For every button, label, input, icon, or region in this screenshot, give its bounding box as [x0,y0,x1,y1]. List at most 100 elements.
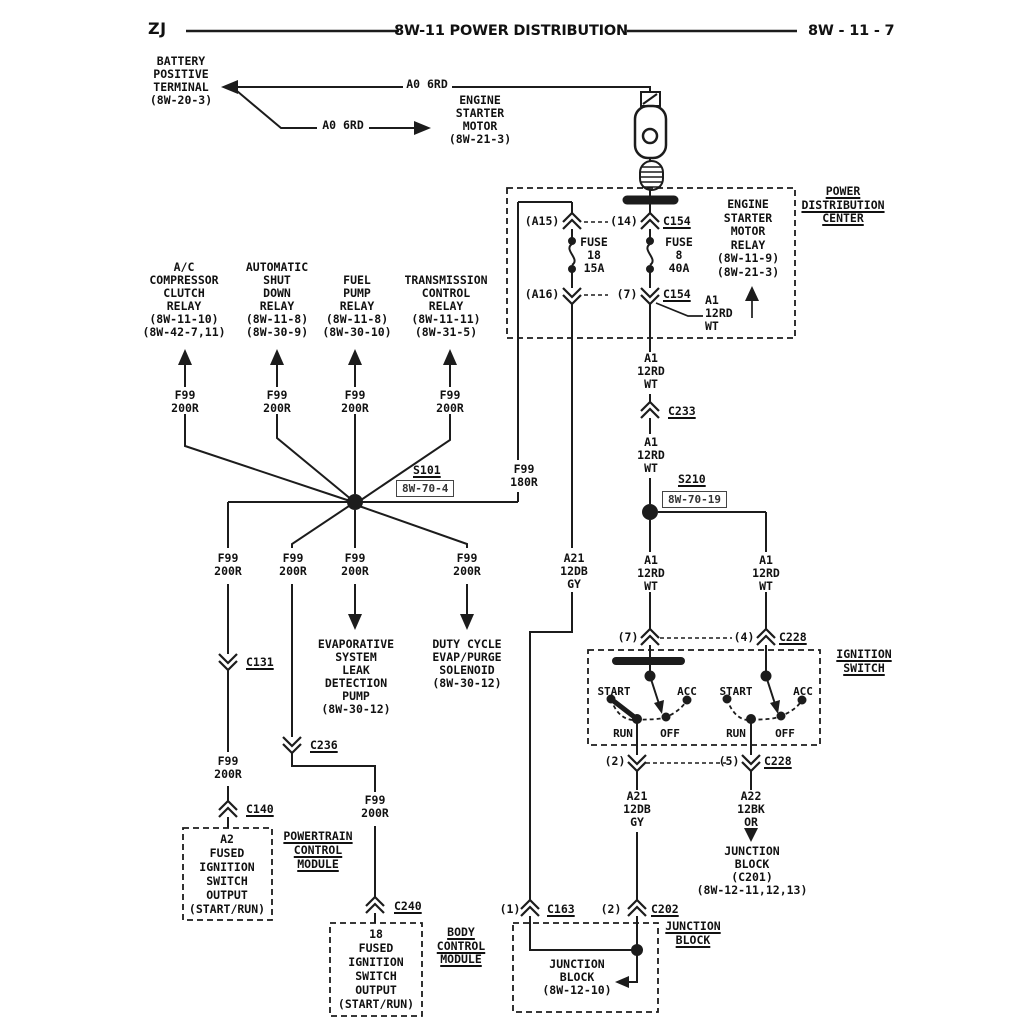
wire-a0-6rd-top: A0 6RD [406,77,448,91]
junction-splice-icon [631,944,643,956]
junction-block-inner-label: JUNCTION BLOCK (8W-12-10) [542,957,612,997]
relay3-arrow-icon [348,349,362,365]
evap-leak-detection-pump-label: EVAPORATIVE SYSTEM LEAK DETECTION PUMP (… [317,637,395,716]
a22-arrow-icon [744,828,758,842]
flow-arrows [178,286,759,988]
wire-a0-6rd-bottom: A0 6RD [322,118,364,132]
arrow-to-starter-icon [414,121,431,135]
engine-starter-motor-label: ENGINE STARTER MOTOR (8W-21-3) [448,93,512,146]
connector-ign-pin7-icon [640,627,660,646]
powertrain-control-module-label: POWERTRAIN CONTROL MODULE [283,829,353,871]
ignition-pin5-label: (5) [718,754,740,768]
pin-14-label: (14) [610,214,638,228]
wire-f99-200r-5: F99 200R [214,551,242,578]
ignition-off-right-label: OFF [775,727,795,740]
relay2-arrow-icon [270,349,284,365]
connector-a15-icon [562,211,582,230]
connector-c154-bottom-label: C154 [663,287,691,301]
left-position-arc [610,698,688,721]
ignition-acc-right-label: ACC [793,685,813,698]
body-control-module-label: BODY CONTROL MODULE [436,925,486,966]
connector-c154-top-label: C154 [663,214,691,228]
battery-feed-wires [221,80,651,135]
ac-compressor-clutch-relay-label: A/C COMPRESSOR CLUTCH RELAY (8W-11-10) (… [142,260,226,339]
automatic-shutdown-relay-label: AUTOMATIC SHUT DOWN RELAY (8W-11-8) (8W-… [245,260,309,339]
connector-c240-icon [365,895,385,914]
pin1-label: (1) [499,902,521,916]
connector-c202-icon [627,898,647,917]
splice-s101-label: S101 [413,463,441,477]
fuse-8-icon [646,237,654,273]
evap-arrow-icon [348,614,362,630]
wire-f99-200r-1: F99 200R [171,388,199,415]
connector-c228-bottom-label: C228 [764,754,792,768]
engine-starter-motor-relay-label: ENGINE STARTER MOTOR RELAY (8W-11-9) (8W… [716,197,780,279]
connector-ign-pin5-icon [741,754,761,773]
wire-a1-label-1: A1 12RD WT [637,351,665,391]
connector-c154-bottom-icon [640,287,660,306]
connector-c202-label: C202 [651,902,679,916]
connector-c228-top-label: C228 [779,630,807,644]
bcm-pin-label: 18 FUSED IGNITION SWITCH OUTPUT (START/R… [337,927,415,1011]
pin2-jb-label: (2) [600,902,622,916]
fuse-18-label: FUSE 18 15A [580,235,608,275]
splice-s210-ref: 8W-70-19 [662,491,727,508]
ignition-switch-label: IGNITION SWITCH [836,647,892,675]
s101-distribution-wire [184,362,518,923]
connector-c154-top-icon [640,211,660,230]
esm-relay-arrow-icon [745,286,759,301]
vehicle-code: ZJ [148,19,167,38]
connector-ign-pin2-icon [627,754,647,773]
wire-f99-200r-10: F99 200R [361,793,389,820]
wire-f99-180r-label: F99 180R [510,462,538,489]
f99-a21-pdc-wire [517,201,637,951]
splice-s210-icon [642,504,658,520]
ignition-pin4-label: (4) [733,630,755,644]
fusible-link-icon [639,160,664,196]
fuse-8-label: FUSE 8 40A [665,235,693,275]
wire-f99-200r-3: F99 200R [341,388,369,415]
junction-inner-arrow-icon [615,976,629,988]
pin-7-label: (7) [616,287,638,301]
connector-ign-pin4-icon [756,627,776,646]
connector-c163-icon [520,898,540,917]
wire-f99-200r-9: F99 200R [214,754,242,781]
connector-c131-icon [218,653,238,672]
wire-f99-200r-6: F99 200R [279,551,307,578]
connector-c233-icon [640,400,660,419]
connector-c163-label: C163 [547,902,575,916]
duty-arrow-icon [460,614,474,630]
connector-c233-label: C233 [668,404,696,418]
wire-a21-upper-label: A21 12DB GY [560,551,588,591]
wire-f99-200r-4: F99 200R [436,388,464,415]
ignition-switch-internals [606,670,807,724]
right-position-arc [726,698,803,721]
ignition-pin7-label: (7) [617,630,639,644]
page-number: 8W - 11 - 7 [808,23,895,39]
ignition-off-left-label: OFF [660,727,680,740]
ignition-start-right-label: START [719,685,753,698]
ignition-acc-left-label: ACC [677,685,697,698]
wire-a22-label: A22 12BK OR [737,789,765,829]
ignition-run-left-label: RUN [613,727,633,740]
wire-a1-esm-relay: A1 12RD WT [705,293,733,333]
splice-s101-icon [347,494,363,510]
arrow-to-battery-icon [221,80,238,94]
splice-s210-label: S210 [678,472,706,486]
right-wiper-arrow-icon [770,700,780,714]
splice-s101-ref: 8W-70-4 [396,480,455,497]
connector-c240-label: C240 [394,899,422,913]
bus-bars [612,195,685,665]
s210-ignition-wire [623,511,767,983]
connector-c140-label: C140 [246,802,274,816]
left-wiper-run-contact [609,697,639,721]
wiring-lines [184,201,767,983]
ignition-start-left-label: START [597,685,631,698]
junction-block-right-label: JUNCTION BLOCK [665,919,721,947]
relay4-arrow-icon [443,349,457,365]
wire-a1-label-3: A1 12RD WT [637,553,665,593]
ignition-switch-box [587,649,821,746]
connector-c140-icon [218,799,238,818]
ignition-run-right-label: RUN [726,727,746,740]
